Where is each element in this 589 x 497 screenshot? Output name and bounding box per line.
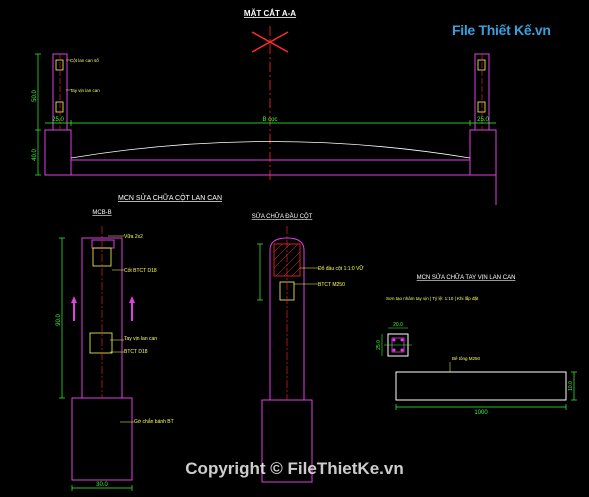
dim-deck-span: B cọc — [262, 117, 277, 123]
elevation-label: MCB-B — [92, 210, 111, 216]
dim-post-right: 25.0 — [477, 117, 489, 123]
dim-height-bottom: 40.0 — [32, 149, 38, 161]
deck-crown — [70, 141, 471, 159]
section-aa: MẶT CẮT A-A — [32, 9, 497, 205]
head-repair-label: SỬA CHỮA ĐẦU CỘT — [252, 213, 313, 220]
section-cut-arrows — [251, 31, 289, 53]
dim-height-top: 50.0 — [32, 90, 38, 102]
right-curb — [469, 129, 497, 176]
section-aa-title: MẶT CẮT A-A — [244, 9, 296, 18]
callout-steel: Cốt BTCT D18 — [124, 268, 157, 274]
post-cap — [91, 239, 115, 249]
repair-heading: MCN SỬA CHỮA CỘT LAN CAN — [118, 193, 222, 202]
callout-concrete: BTCT D18 — [124, 349, 148, 355]
callout-rail: Tay vịn lan can — [124, 336, 157, 342]
logo-text: File Thiết Kế.vn — [452, 22, 551, 38]
rail-grade: Bê tông M250 — [452, 356, 481, 361]
section-width: 20.0 — [393, 322, 403, 328]
handrail-detail: MCN SỬA CHỮA TAY VỊN LAN CAN Sơn tạo nhá… — [376, 274, 577, 416]
rail-length: 1000 — [474, 410, 488, 416]
dim-post-left: 25.0 — [52, 117, 64, 123]
rail-elevation — [395, 371, 567, 401]
callout-replace: Đổ đầu cột 1:1:0 VỮ — [318, 265, 364, 272]
post-height-dim: 90.0 — [56, 314, 62, 326]
copyright-watermark: Copyright © FileThietKe.vn — [185, 459, 404, 478]
handrail-note: Sơn tạo nhám tay vịn | Tỷ lệ: 1:10 | Khi… — [386, 295, 479, 301]
rail-height: 10.0 — [568, 381, 574, 391]
note-rail: Tay vịn lan can — [70, 88, 100, 93]
note-post: Cột lan can số — [70, 58, 99, 63]
post-width-dim: 30.0 — [96, 482, 108, 488]
rail-cross-section: 20.0 25.0 — [376, 322, 412, 357]
callout-top: Vữa 2x2 — [124, 234, 143, 240]
filethietke-logo: File Thiết Kế.vn — [450, 14, 562, 46]
head-shaft — [269, 237, 305, 401]
left-curb — [44, 129, 72, 176]
callout-base: Gờ chắn bánh BT — [134, 418, 174, 425]
handrail-heading: MCN SỬA CHỮA TAY VỊN LAN CAN — [417, 274, 516, 281]
repair-post-elevation: MCN SỬA CHỮA CỘT LAN CAN MCB-B 90.0 30.0 — [56, 193, 222, 491]
head-repair-detail: SỬA CHỮA ĐẦU CỘT Đổ đầu cột 1:1:0 VỮ BTC… — [252, 213, 364, 483]
callout-grade: BTCT M250 — [318, 282, 345, 288]
section-height: 25.0 — [376, 340, 382, 350]
